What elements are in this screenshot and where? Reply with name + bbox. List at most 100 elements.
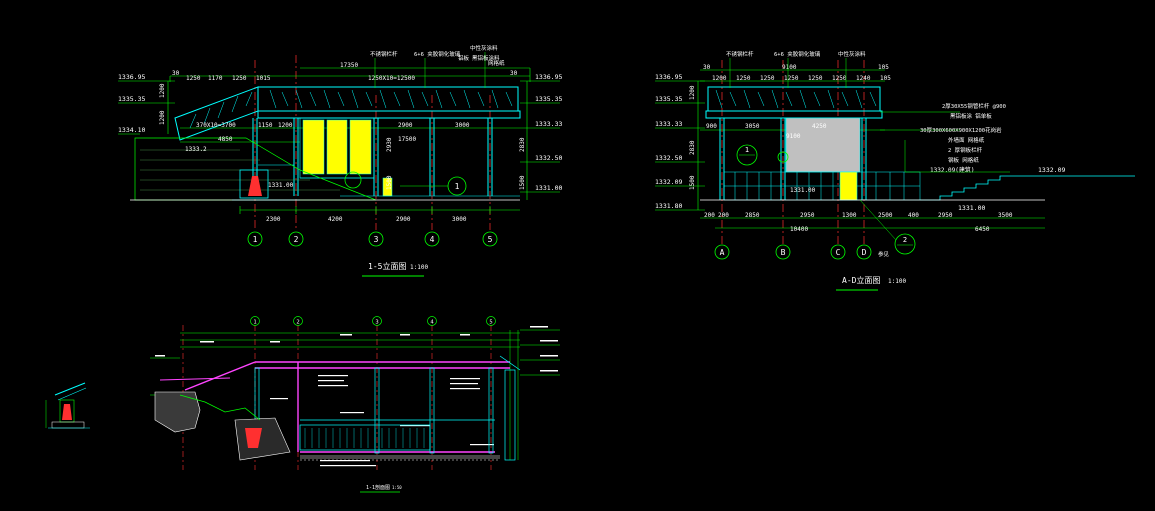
level-text: 1331.00	[958, 204, 985, 212]
axis-label: 1	[253, 235, 258, 244]
dim-text: 2830	[689, 140, 696, 155]
dim-text: 1150	[258, 122, 273, 129]
dim-text: 105	[878, 64, 889, 71]
dim-text: 3050	[745, 123, 760, 130]
drawing-scale: 1:50	[392, 485, 402, 490]
detail-number: 2	[903, 236, 907, 244]
dim-text: 370X10=3700	[196, 122, 236, 129]
parapet-hatch	[269, 89, 513, 109]
dim-text: 17350	[340, 62, 358, 69]
dim-text: 10400	[790, 226, 808, 233]
dim-text: 1250	[760, 75, 775, 82]
dim-text: 30	[172, 70, 180, 77]
axis-bubbles	[250, 316, 496, 326]
callout: 不锈钢栏杆	[370, 50, 398, 58]
callout: 2厚30X55钢管栏杆 @900	[942, 102, 1006, 110]
level-text: 1335.35	[655, 95, 682, 103]
dim-text: 200	[718, 212, 729, 219]
axis-label: C	[836, 248, 841, 257]
dimension-lines	[150, 329, 560, 460]
dim-text: 30	[510, 70, 518, 77]
axis-label: 5	[488, 235, 493, 244]
inner-level: 1331.00	[790, 187, 816, 194]
dim-text: 2900	[396, 216, 411, 223]
dim-text: 400	[908, 212, 919, 219]
stair-railing-hatch	[189, 91, 253, 129]
dim-text: 4850	[218, 136, 233, 143]
drawing-title: A-D立面图	[842, 275, 880, 285]
dim-text: 1250	[832, 75, 847, 82]
callout: 钢板 网格纸	[948, 156, 979, 164]
dim-text: 17500	[398, 136, 416, 143]
callout: 2 厚钢板栏杆	[948, 146, 983, 154]
dim-text: 1250	[232, 75, 247, 82]
dim-text: 1500	[519, 175, 526, 190]
small-level: 1333.2	[185, 146, 207, 153]
dim-text: 1250	[736, 75, 751, 82]
axis-label: D	[862, 248, 867, 257]
callout: 黑铝板涂料	[472, 54, 500, 62]
yellow-door	[839, 171, 858, 201]
ground-level: 1331.00	[268, 182, 294, 189]
small-stair-detail	[45, 382, 90, 429]
axis-label: A	[720, 248, 725, 257]
dim-text: 1500	[386, 175, 393, 190]
axis-label: 2	[296, 320, 299, 326]
dim-text: 1250	[186, 75, 201, 82]
glass-panels	[302, 119, 393, 197]
stair-red	[245, 428, 262, 448]
level-text: 1336.95	[118, 73, 145, 81]
callout: 6+6 夹胶钢化玻璃	[414, 50, 461, 58]
detail-circle-2	[894, 233, 916, 255]
level-text: 1332.50	[655, 154, 682, 162]
dim-text: 2900	[398, 122, 413, 129]
dim-text: 4200	[328, 216, 343, 223]
callout: 黑铝板涂 铝单板	[950, 112, 992, 120]
dim-text: 1500	[689, 175, 696, 190]
axis-label: B	[781, 248, 786, 257]
detail-circle	[344, 171, 362, 189]
foundation-left	[154, 391, 201, 433]
axis-label: 2	[294, 235, 299, 244]
dim-text: 3000	[452, 216, 467, 223]
axis-label: 1	[253, 320, 256, 326]
callout: 中性灰涂料	[470, 44, 498, 52]
drawing-scale: 1:100	[888, 278, 906, 285]
callout: 铝板	[458, 54, 470, 62]
detail-number: 1	[455, 182, 460, 191]
callout: 6+6 夹胶钢化玻璃	[774, 50, 821, 58]
parapet-hatch	[715, 89, 877, 109]
detail-note: 参见	[878, 250, 890, 258]
level-text: 1336.95	[535, 73, 562, 81]
elevation-1-5: 1 1336.95 1335.35 1334.10 1336.95 1335.3…	[118, 44, 562, 277]
axis-bubbles	[247, 231, 498, 247]
roof-slab	[184, 361, 510, 453]
axis-label: 3	[375, 320, 378, 326]
elevation-A-D: 1 2 参见 1336.95 1335.35 1333.33 1332.50 1…	[655, 50, 1135, 291]
drawing-title: 1-1剖面图	[366, 484, 390, 491]
level-text: 1332.50	[535, 154, 562, 162]
dim-text: 1200	[159, 83, 166, 98]
section-1-1: 1 2 3 4 5	[150, 316, 560, 493]
dim-text: 4250	[812, 123, 827, 130]
dim-text: 1200	[689, 85, 696, 100]
callout: 30厚300X600X900X1200花岗岩	[920, 126, 1002, 134]
dim-text: 900	[706, 123, 717, 130]
dim-text: 1200	[278, 122, 293, 129]
level-text: 1336.95	[655, 73, 682, 81]
axis-label: 3	[374, 235, 379, 244]
axis-label: 4	[430, 235, 435, 244]
dim-text: 3500	[998, 212, 1013, 219]
dim-text: 2500	[878, 212, 893, 219]
dim-text: 2850	[745, 212, 760, 219]
dim-text: 1240	[856, 75, 871, 82]
axis-bubbles	[714, 244, 872, 260]
dim-text: 200	[704, 212, 715, 219]
stair-rail	[159, 377, 231, 381]
roof-beam	[257, 110, 521, 119]
level-text: 1335.35	[118, 95, 145, 103]
dim-text: 1300	[842, 212, 857, 219]
callout: 不锈钢栏杆	[726, 50, 754, 58]
callout: 中性灰涂料	[838, 50, 866, 58]
dim-text: 9100	[786, 133, 801, 140]
